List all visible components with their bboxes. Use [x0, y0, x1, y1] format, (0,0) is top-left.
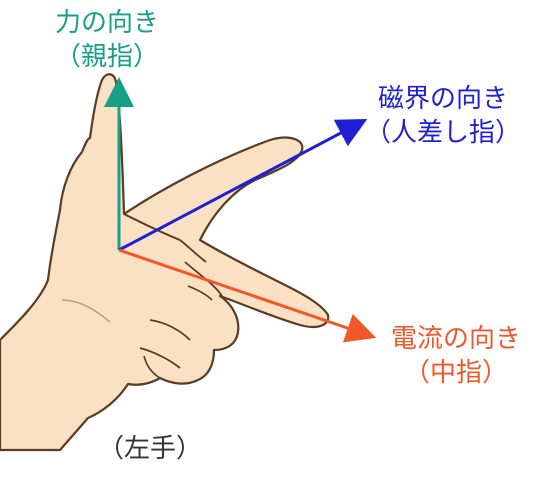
left-hand-icon [0, 73, 330, 452]
current-arrow-icon [118, 248, 377, 343]
magnetic-field-arrow-icon [118, 118, 368, 252]
magnetic-direction-label: 磁界の向き （人差し指） [348, 82, 538, 150]
current-finger: （中指） [403, 358, 508, 388]
force-finger: （親指） [54, 42, 159, 72]
hand-caption: （左手） [97, 434, 202, 464]
current-title: 電流の向き [390, 324, 521, 354]
force-direction-label: 力の向き （親指） [22, 6, 192, 74]
force-title: 力の向き [54, 8, 159, 38]
magnetic-title: 磁界の向き [377, 84, 508, 114]
magnetic-finger: （人差し指） [364, 118, 521, 148]
current-direction-label: 電流の向き （中指） [370, 322, 542, 390]
